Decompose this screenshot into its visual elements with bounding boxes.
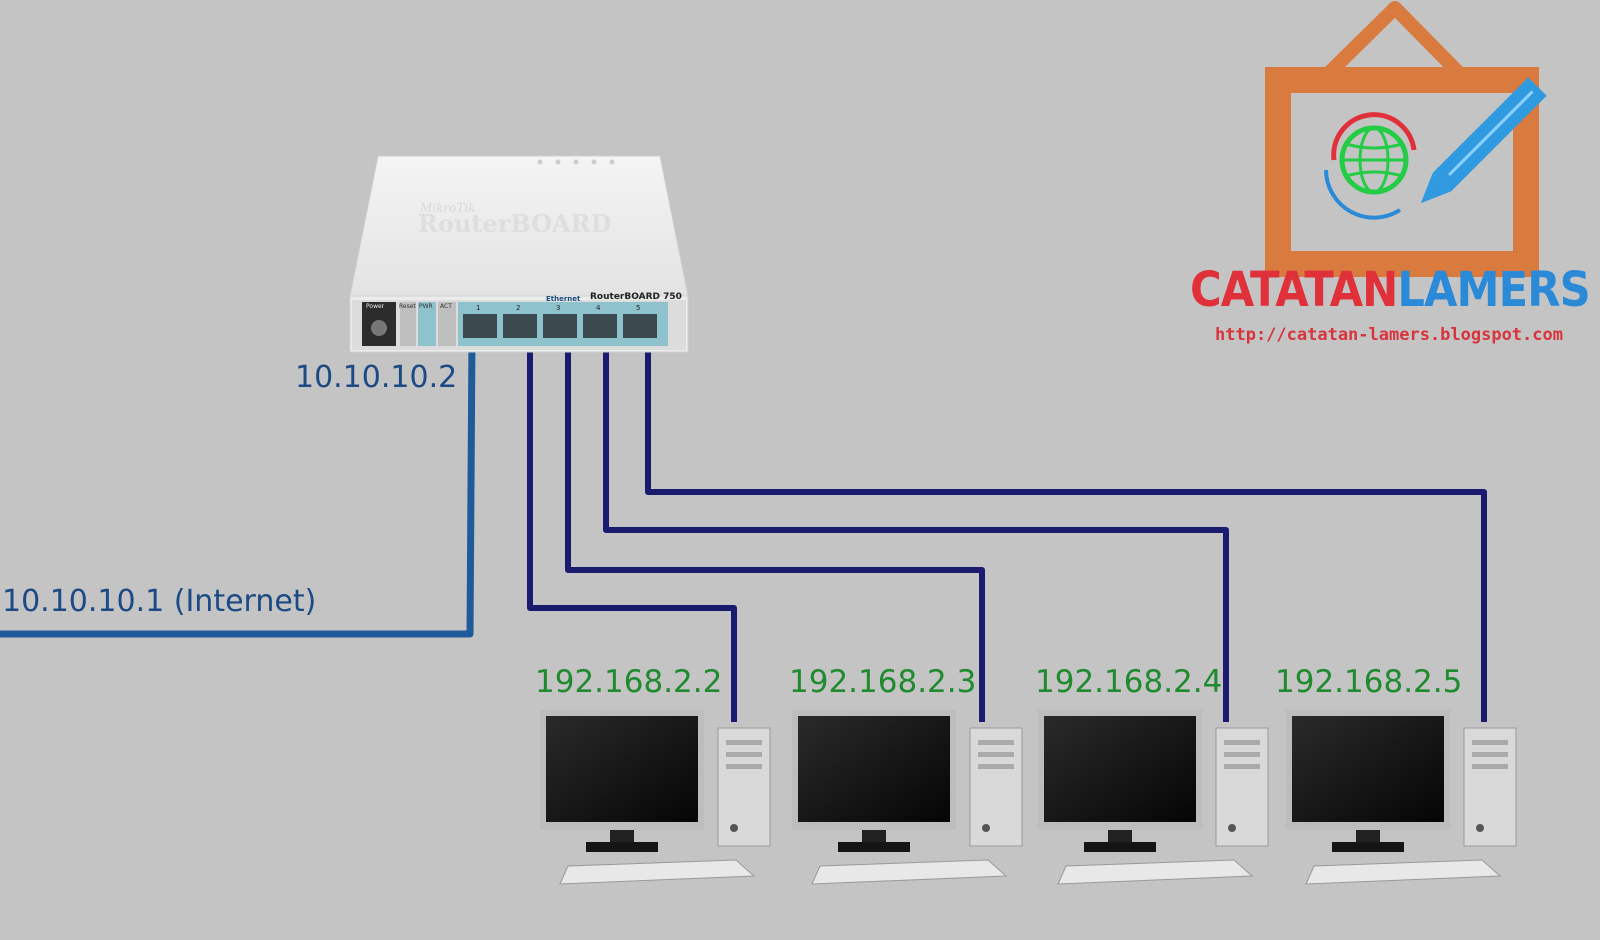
router-brand-small: MikroTik <box>419 201 475 215</box>
router-power-label: Power <box>366 303 385 310</box>
router-pwr-label: PWR <box>419 303 433 310</box>
client-ip-label: 192.168.2.4 <box>1035 664 1223 700</box>
lan-cable-highlights <box>529 350 1485 716</box>
wan-ip-label: 10.10.10.1 (Internet) <box>2 584 317 619</box>
port-number: 3 <box>556 304 560 312</box>
port-number: 2 <box>516 304 520 312</box>
frame-icon <box>1265 67 1539 277</box>
logo-name-part2: LAMERS <box>1397 262 1590 318</box>
client-ip-label: 192.168.2.5 <box>1275 664 1463 700</box>
ethernet-ports <box>463 314 657 338</box>
port-number: 5 <box>636 304 640 312</box>
router-brand: RouterBOARD <box>418 209 611 238</box>
computer-1 <box>540 710 771 885</box>
logo-url: http://catatan-lamers.blogspot.com <box>1215 325 1563 345</box>
wan-cable <box>0 335 476 638</box>
router-wan-ip-label: 10.10.10.2 <box>295 360 458 395</box>
logo-name-part1: CATATAN <box>1190 262 1398 318</box>
computer-3 <box>1038 710 1269 885</box>
pencil-icon <box>1420 77 1547 204</box>
router-model: RouterBOARD 750 <box>590 292 682 302</box>
computer-4 <box>1286 710 1517 885</box>
client-ip-label: 192.168.2.2 <box>535 664 723 700</box>
logo-wordmark: CATATANLAMERS <box>1190 262 1591 318</box>
port-number: 4 <box>596 304 601 312</box>
frame-hanger-icon <box>1325 1 1463 77</box>
port-number: 1 <box>476 304 480 312</box>
router-device: MikroTik RouterBOARD RouterBOARD 750 Eth… <box>349 155 689 353</box>
router-ethernet-label: Ethernet <box>546 295 581 303</box>
router-act-label: ACT <box>440 303 452 310</box>
computer-2 <box>792 710 1023 885</box>
router-reset-label: Reset <box>399 303 416 310</box>
catatan-lamers-logo <box>1265 1 1547 277</box>
client-ip-label: 192.168.2.3 <box>789 664 977 700</box>
